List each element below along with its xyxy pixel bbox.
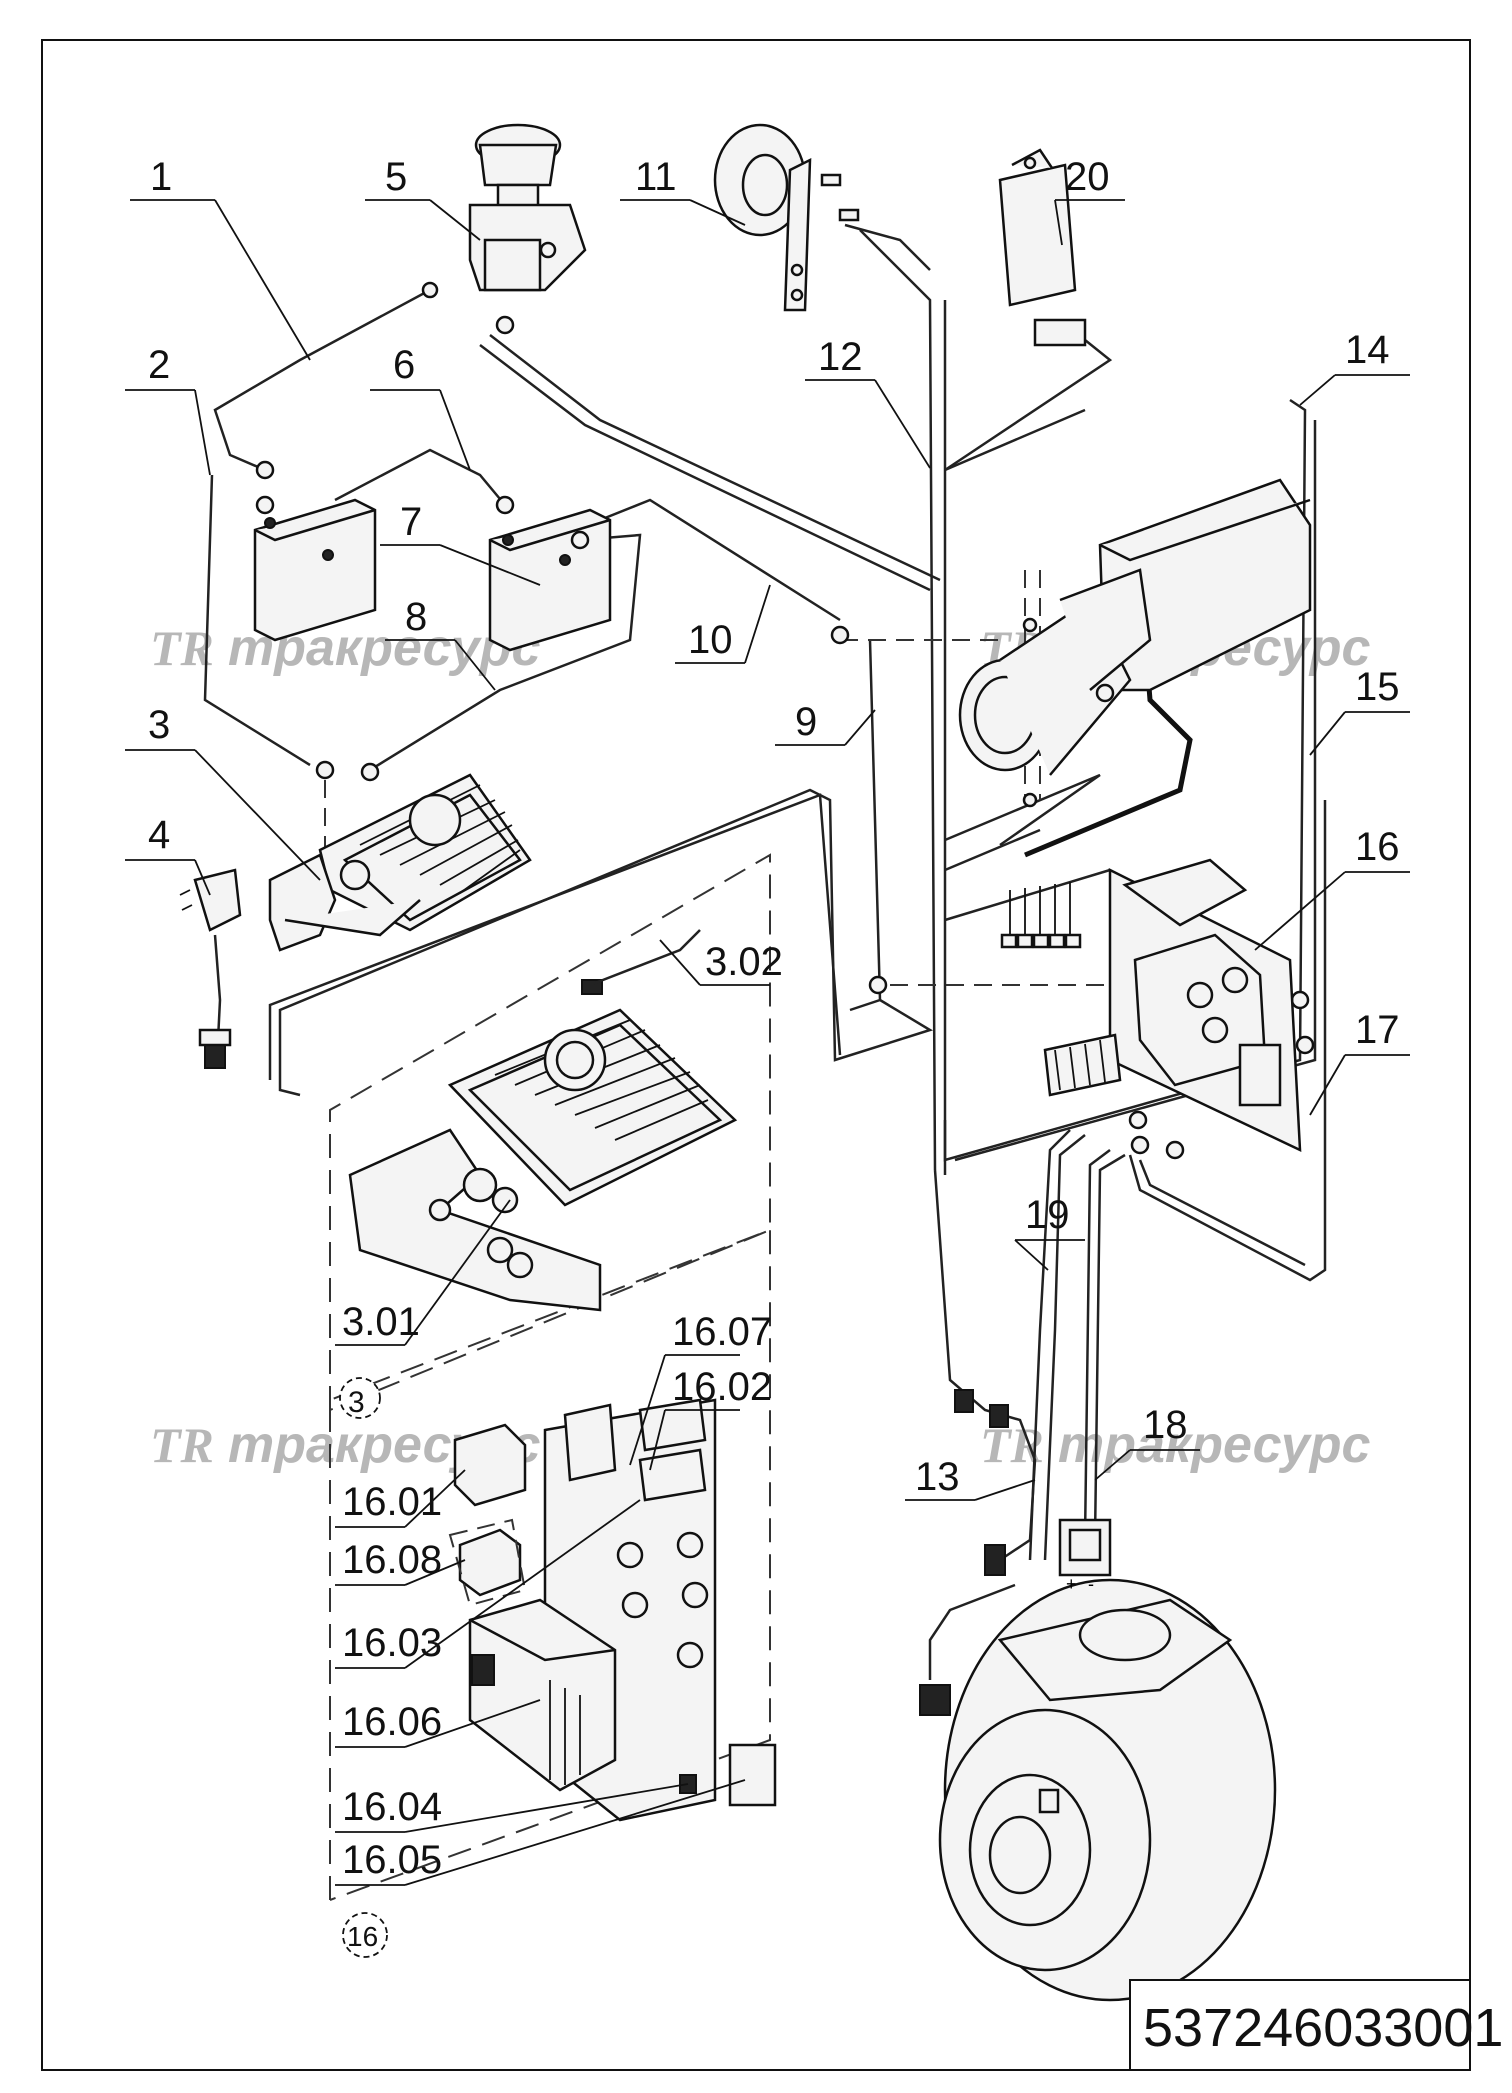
callout-3-01: 3.01 — [342, 1300, 420, 1344]
callout-1: 1 — [150, 155, 172, 199]
group-mark-3: 3 — [339, 1377, 381, 1419]
watermark-logo: TR — [150, 620, 214, 676]
drawing-number-box: 537246033001 — [1129, 1979, 1503, 2071]
callout-3: 3 — [148, 703, 170, 747]
terminal-plus: + — [1066, 1574, 1077, 1594]
callout-12: 12 — [818, 335, 863, 379]
callout-16-07: 16.07 — [672, 1310, 772, 1354]
fuse-16-08 — [448, 1518, 527, 1607]
callout-16: 16 — [1355, 825, 1400, 869]
terminal-minus: - — [1088, 1574, 1094, 1594]
traction-motor-connector — [919, 1518, 1112, 1716]
power-plug — [179, 868, 242, 1069]
callout-13: 13 — [915, 1455, 960, 1499]
traction-motor — [938, 1578, 1277, 2002]
callout-8: 8 — [405, 595, 427, 639]
group-3-outline — [329, 853, 771, 1412]
callout-16-04: 16.04 — [342, 1785, 442, 1829]
callout-20: 20 — [1065, 155, 1110, 199]
group-mark-16: 16 — [342, 1912, 388, 1958]
horn — [713, 123, 860, 312]
leader-lines — [125, 199, 1410, 1886]
controller-16-06 — [468, 1598, 617, 1792]
battery-left — [253, 498, 377, 642]
callout-6: 6 — [393, 343, 415, 387]
watermark-1: TR тракресурс — [150, 619, 541, 677]
drawing-frame — [41, 39, 1471, 2071]
watermark-logo: TR — [150, 1417, 214, 1473]
callout-5: 5 — [385, 155, 407, 199]
callout-16-05: 16.05 — [342, 1838, 442, 1882]
callout-2: 2 — [148, 343, 170, 387]
callout-16-08: 16.08 — [342, 1538, 442, 1582]
ring-terminals — [255, 281, 1315, 1160]
connector-pins — [1000, 882, 1082, 949]
callout-7: 7 — [400, 500, 422, 544]
svg-text:16: 16 — [347, 1921, 378, 1952]
callout-14: 14 — [1345, 328, 1390, 372]
callout-16-06: 16.06 — [342, 1700, 442, 1744]
svg-text:3: 3 — [348, 1386, 365, 1419]
charger-exploded — [348, 929, 738, 1312]
charger-upper — [268, 773, 532, 952]
callout-17: 17 — [1355, 1008, 1400, 1052]
callout-10: 10 — [688, 618, 733, 662]
callout-3-02: 3.02 — [705, 940, 783, 984]
pump-motor — [958, 478, 1312, 808]
callout-19: 19 — [1025, 1193, 1070, 1237]
callout-16-01: 16.01 — [342, 1480, 442, 1524]
callout-16-02: 16.02 — [672, 1365, 772, 1409]
drawing-number: 537246033001 — [1143, 1998, 1503, 2058]
emergency-stop-switch — [468, 123, 587, 335]
callout-18: 18 — [1143, 1403, 1188, 1447]
callout-9: 9 — [795, 700, 817, 744]
callout-labels: 1 2 3 4 5 6 7 8 9 10 11 12 13 14 15 16 1… — [148, 155, 1400, 1882]
callout-4: 4 — [148, 813, 170, 857]
wiring-harness — [203, 223, 1327, 1680]
watermark-text: тракресурс — [1058, 1416, 1371, 1474]
relay-16-01 — [453, 1423, 527, 1507]
callout-11: 11 — [635, 155, 677, 199]
harness-connector — [954, 1389, 1009, 1576]
callout-16-03: 16.03 — [342, 1621, 442, 1665]
contactor-panel — [1043, 858, 1302, 1153]
callout-15: 15 — [1355, 665, 1400, 709]
battery-right — [488, 508, 612, 652]
